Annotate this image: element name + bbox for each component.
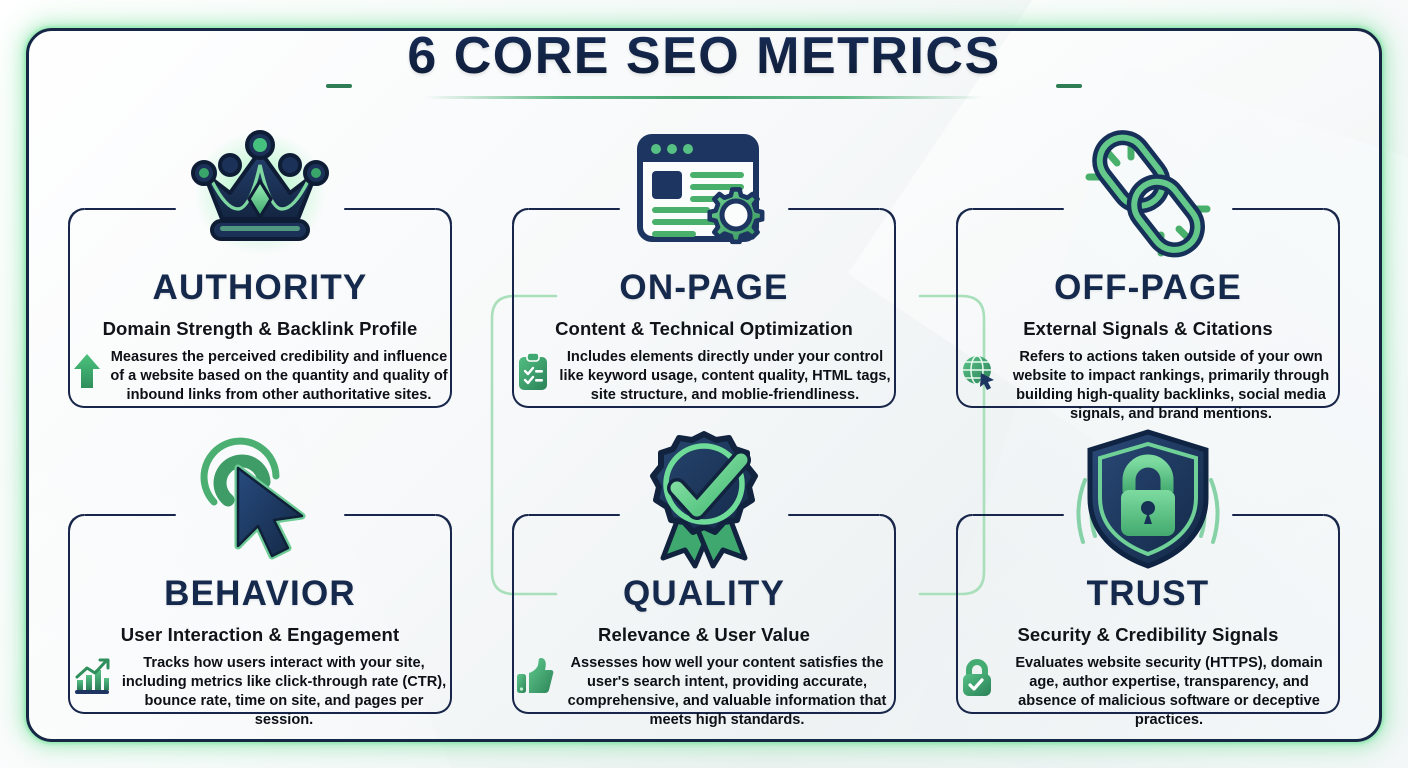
metric-card-authority[interactable]: AUTHORITY Domain Strength & Backlink Pro… xyxy=(62,118,458,424)
shield-lock-icon xyxy=(950,424,1346,574)
outer-frame xyxy=(26,28,1382,742)
title-underline xyxy=(424,96,984,99)
metric-card-trust[interactable]: TRUST Security & Credibility Signals xyxy=(950,424,1346,730)
metric-subtitle: User Interaction & Engagement xyxy=(120,623,400,645)
metric-title: AUTHORITY xyxy=(152,268,368,307)
metric-description-row: Evaluates website security (HTTPS), doma… xyxy=(950,654,1346,730)
metrics-grid: AUTHORITY Domain Strength & Backlink Pro… xyxy=(62,118,1346,728)
thumbs-up-icon xyxy=(516,657,554,694)
metric-description-row: Includes elements directly under your co… xyxy=(506,348,902,405)
metric-description: Tracks how users interact with your site… xyxy=(121,654,447,728)
metric-description: Refers to actions taken outside of your … xyxy=(1012,349,1330,422)
browser-gear-icon xyxy=(506,118,902,268)
lock-check-icon xyxy=(960,658,994,698)
metric-subtitle: Content & Technical Optimization xyxy=(555,318,853,339)
metric-subtitle: Domain Strength & Backlink Profile xyxy=(102,318,418,339)
card-corner xyxy=(512,208,528,224)
metric-subtitle: Relevance & User Value xyxy=(598,623,810,645)
title-tick-right xyxy=(1056,84,1082,88)
clipboard-checklist-icon xyxy=(516,352,550,392)
metric-description-row: Assesses how well your content satisfies… xyxy=(506,654,902,730)
metric-description: Assesses how well your content satisfies… xyxy=(567,654,887,728)
up-arrow-icon xyxy=(72,352,102,390)
page-title: 6 CORE SEO METRICS xyxy=(385,26,1022,86)
metric-card-off-page[interactable]: OFF-PAGE External Signals & Citations xyxy=(950,118,1346,424)
metric-description-row: Refers to actions taken outside of your … xyxy=(950,348,1346,424)
click-cursor-icon xyxy=(62,424,458,574)
check-badge-icon xyxy=(506,424,902,574)
growth-chart-icon xyxy=(72,658,112,696)
chain-link-icon xyxy=(950,118,1346,268)
card-corner xyxy=(68,208,84,224)
metric-description: Evaluates website security (HTTPS), doma… xyxy=(1015,654,1323,728)
title-tick-left xyxy=(326,84,352,88)
globe-cursor-icon xyxy=(960,352,998,390)
metric-title: ON-PAGE xyxy=(619,268,789,307)
metric-card-quality[interactable]: QUALITY Relevance & User Value xyxy=(506,424,902,730)
metric-description: Includes elements directly under your co… xyxy=(559,349,891,403)
metric-card-on-page[interactable]: ON-PAGE Content & Technical Optimization xyxy=(506,118,902,424)
title-block: 6 CORE SEO METRICS xyxy=(0,26,1408,99)
metric-card-behavior[interactable]: BEHAVIOR User Interaction & Engagement xyxy=(62,424,458,730)
crown-icon xyxy=(62,118,458,268)
metric-title: OFF-PAGE xyxy=(1054,268,1242,307)
metric-subtitle: Security & Credibility Signals xyxy=(1017,623,1279,645)
metric-description-row: Tracks how users interact with your site… xyxy=(62,654,458,730)
metric-description-row: Measures the perceived credibility and i… xyxy=(62,348,458,405)
metric-title: BEHAVIOR xyxy=(164,573,356,613)
metric-subtitle: External Signals & Citations xyxy=(1023,318,1273,339)
metric-title: QUALITY xyxy=(622,573,785,613)
metric-title: TRUST xyxy=(1086,573,1210,613)
metric-description: Measures the perceived credibility and i… xyxy=(110,349,448,403)
